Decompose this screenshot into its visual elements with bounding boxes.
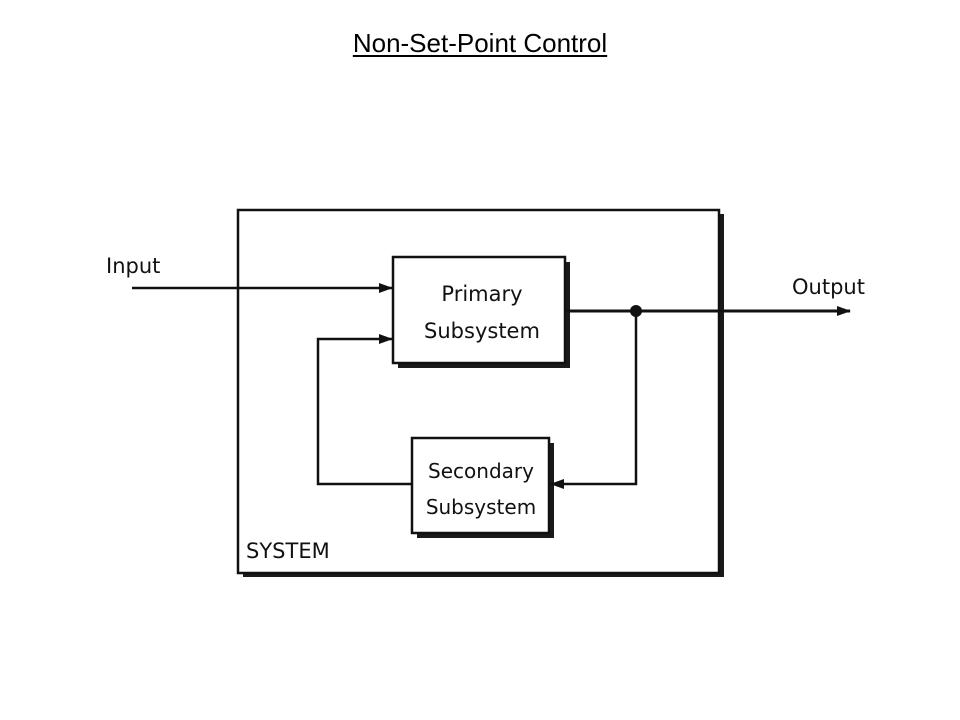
primary-subsystem-label-line1: Primary	[441, 282, 522, 306]
input-label: Input	[106, 254, 160, 278]
secondary-subsystem-box: Secondary Subsystem	[410, 436, 554, 538]
secondary-subsystem-label-line1: Secondary	[428, 459, 534, 483]
system-label: SYSTEM	[246, 539, 330, 563]
page-title: Non-Set-Point Control	[352, 28, 608, 58]
output-label: Output	[792, 275, 865, 299]
primary-subsystem-box: Primary Subsystem	[391, 255, 570, 368]
secondary-subsystem-label-line2: Subsystem	[426, 495, 536, 519]
primary-subsystem-label-line2: Subsystem	[424, 319, 540, 343]
feedback-to-secondary-arrow	[550, 311, 638, 489]
feedback-to-primary-arrow	[316, 334, 412, 486]
